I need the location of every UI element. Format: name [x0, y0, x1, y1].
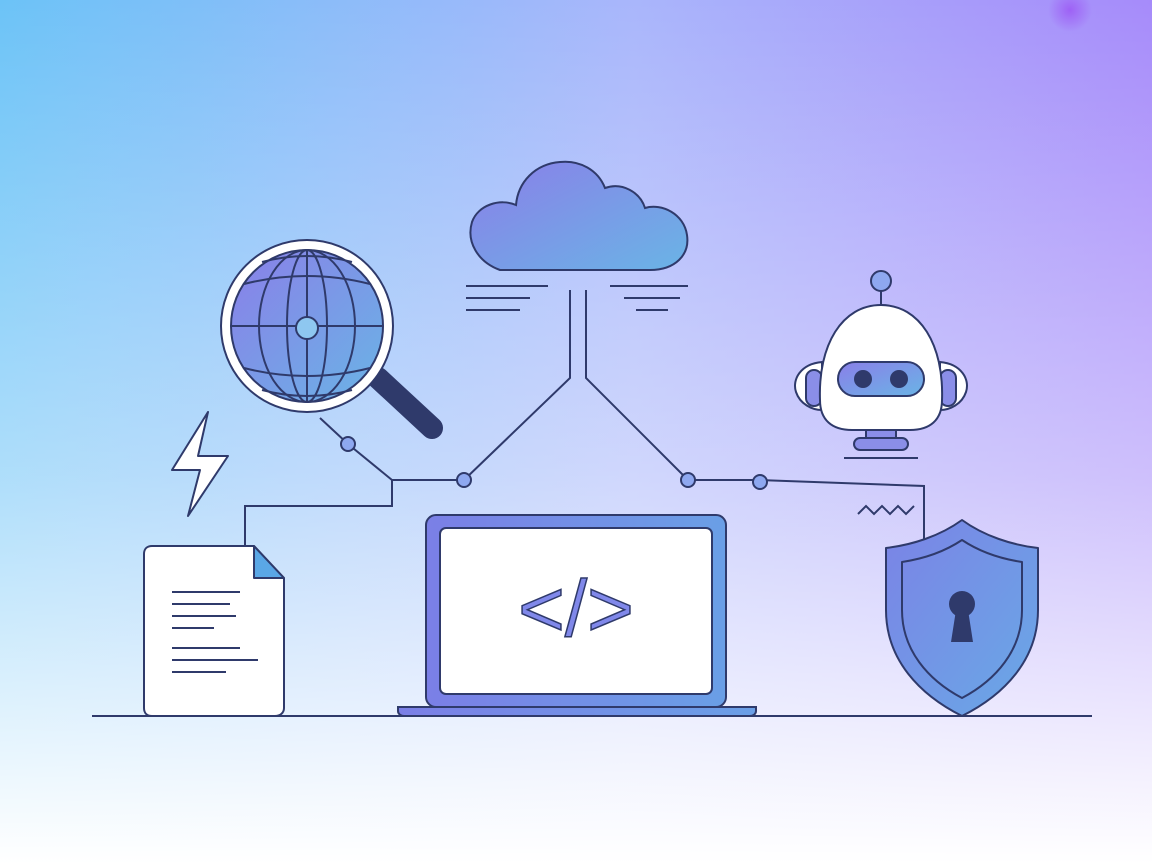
connector-nodes: [340, 436, 768, 490]
robot-icon: [794, 270, 968, 459]
robot-visor: [837, 361, 925, 397]
shield-lock-icon: [885, 519, 1039, 717]
robot-antenna: [870, 270, 892, 292]
keyhole: [949, 591, 975, 642]
laptop-icon: </>: [397, 514, 757, 717]
corner-glow: [1048, 0, 1092, 32]
robot-eye-right: [890, 370, 908, 388]
globe-center-dot: [295, 316, 319, 340]
code-icon: </>: [518, 564, 634, 653]
robot-eye-left: [854, 370, 872, 388]
signal-zigzag: [857, 504, 915, 516]
connector-node: [456, 472, 472, 488]
connector-node: [680, 472, 696, 488]
document-icon: [143, 545, 285, 717]
cloud-icon: [466, 160, 689, 311]
document-fold: [253, 545, 285, 579]
magnifier-handle: [367, 367, 443, 439]
lightning-icon: [171, 411, 229, 517]
globe-search-icon: [220, 239, 443, 439]
laptop-base: [397, 706, 757, 717]
connector-node: [752, 474, 768, 490]
connector-lines: [244, 290, 925, 548]
connector-node: [340, 436, 356, 452]
laptop-screen: [439, 527, 713, 695]
document-text-lines: [172, 591, 258, 673]
cloud-caption-lines: [466, 285, 688, 311]
